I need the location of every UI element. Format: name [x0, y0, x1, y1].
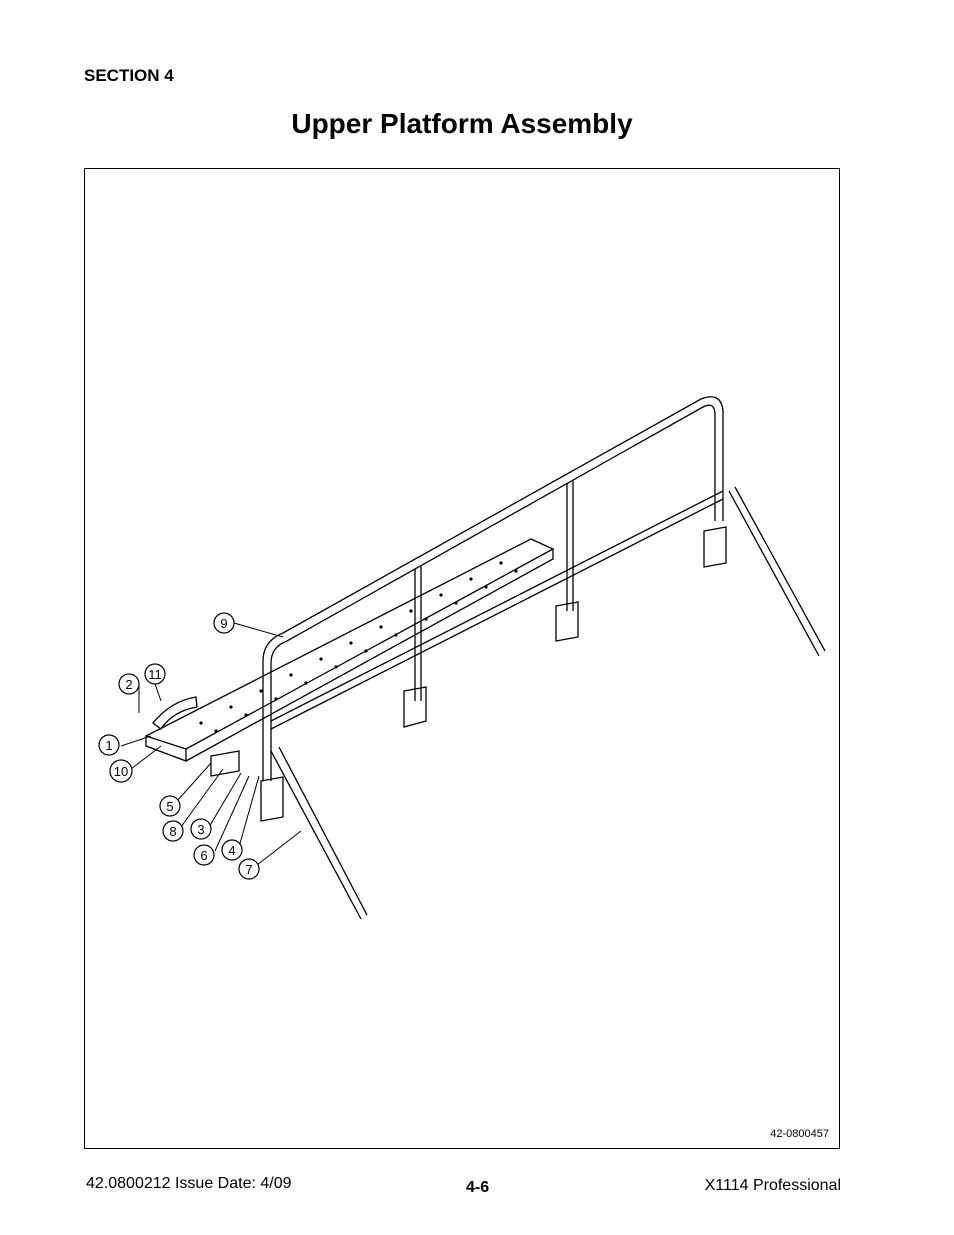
brace-left — [270, 746, 368, 920]
svg-text:2: 2 — [125, 677, 132, 692]
post-plate — [260, 776, 284, 822]
svg-text:4: 4 — [228, 843, 235, 858]
drawing-number: 42-0800457 — [770, 1128, 829, 1140]
svg-text:1: 1 — [105, 738, 112, 753]
callout-3[interactable]: 3 — [190, 818, 212, 840]
page-number: 4-6 — [466, 1179, 490, 1196]
brace-right — [728, 486, 826, 657]
page-title: Upper Platform Assembly — [291, 108, 633, 139]
figure-frame: 1 2 3 4 5 6 7 — [84, 168, 840, 1149]
callout-2[interactable]: 2 — [118, 673, 140, 695]
doc-info: 42.0800212 Issue Date: 4/09 — [86, 1175, 292, 1192]
callout-4[interactable]: 4 — [221, 839, 243, 861]
callout-10[interactable]: 10 — [109, 759, 133, 783]
post-plate — [555, 601, 579, 642]
callout-1[interactable]: 1 — [98, 734, 120, 756]
handrail-top — [262, 396, 724, 781]
platform-exploded-view: 1 2 3 4 5 6 7 — [98, 396, 826, 920]
svg-text:8: 8 — [169, 824, 176, 839]
callout-9[interactable]: 9 — [213, 612, 235, 634]
product-name: X1114 Professional — [704, 1177, 841, 1194]
section-label: SECTION 4 — [84, 66, 174, 85]
svg-text:10: 10 — [114, 764, 128, 779]
post-plate — [403, 686, 427, 728]
svg-text:11: 11 — [148, 667, 162, 682]
callout-5[interactable]: 5 — [159, 795, 181, 817]
svg-text:6: 6 — [200, 848, 207, 863]
svg-text:3: 3 — [197, 822, 204, 837]
callout-8[interactable]: 8 — [162, 820, 184, 842]
platform-deck — [144, 538, 555, 750]
svg-text:9: 9 — [220, 616, 227, 631]
handrail-mid — [270, 490, 724, 722]
svg-text:7: 7 — [245, 862, 252, 877]
svg-text:5: 5 — [166, 799, 173, 814]
callout-7[interactable]: 7 — [238, 858, 260, 880]
callout-11[interactable]: 11 — [144, 663, 166, 685]
callout-6[interactable]: 6 — [193, 844, 215, 866]
post-plate — [703, 526, 727, 568]
